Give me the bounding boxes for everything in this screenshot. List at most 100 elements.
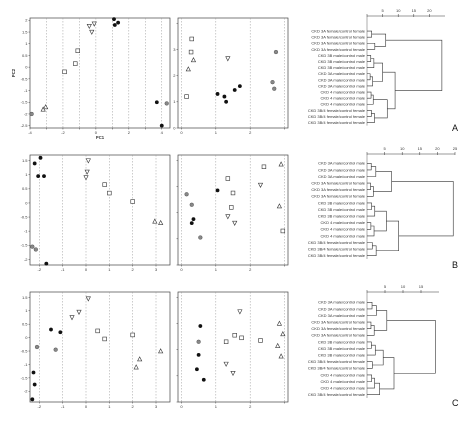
- leaf-label: CKD 4 male/control male: [321, 386, 366, 391]
- data-point: [276, 203, 282, 209]
- leaf-label: CKD 4 male/control male: [321, 233, 366, 238]
- y-tick-label: 0: [25, 65, 28, 70]
- data-point: [189, 202, 194, 207]
- data-point: [224, 99, 229, 104]
- data-point: [32, 161, 37, 166]
- leaf-label: CKD 3A male/control male: [318, 306, 366, 311]
- leaf-label: CKD 3A female/control female: [311, 41, 365, 46]
- data-point: [42, 174, 46, 179]
- leaf-label: CKD 3B/4 female/control female: [308, 108, 366, 113]
- data-point: [225, 176, 231, 181]
- x-tick-label: 2: [249, 130, 252, 135]
- y-tick-label: 3: [173, 47, 176, 52]
- y-tick-label: -1: [24, 229, 28, 234]
- leaf-label: CKD 3B male/control male: [318, 53, 366, 58]
- leaf-label: CKD 3A male/control male: [318, 77, 366, 82]
- leaf-label: CKD 3A male/control male: [318, 174, 366, 179]
- data-point: [83, 175, 89, 181]
- scale-tick-label: 15: [412, 8, 417, 13]
- data-point: [38, 155, 43, 160]
- data-point: [195, 367, 199, 372]
- y-tick-label: -1: [24, 362, 28, 367]
- leaf-label: CKD 3B male/control male: [318, 346, 366, 351]
- y-tick-label: -2: [24, 111, 28, 116]
- leaf-label: CKD 3A female/control female: [311, 194, 365, 199]
- data-point: [130, 199, 135, 204]
- scale-tick-label: 20: [435, 146, 440, 151]
- data-point: [112, 23, 117, 27]
- data-point: [191, 217, 196, 222]
- leaf-label: CKD 3B/4 female/control female: [308, 247, 366, 252]
- plot-frame: [29, 17, 171, 129]
- leaf-label: CKD 3A male/control male: [318, 313, 366, 318]
- dendrogram-branch: [385, 39, 443, 91]
- leaf-label: CKD 3A female/control female: [311, 181, 365, 186]
- x-tick-label: -1: [61, 267, 65, 272]
- data-point: [280, 228, 286, 234]
- y-axis-title: PC2: [11, 68, 16, 77]
- y-tick-label: -1.5: [21, 243, 29, 248]
- data-point: [133, 364, 139, 370]
- x-tick-label: 1: [215, 404, 218, 409]
- data-point: [49, 327, 53, 332]
- panel-label-b: B: [452, 260, 458, 270]
- data-point: [230, 370, 236, 377]
- data-point: [102, 336, 107, 342]
- data-point: [237, 84, 242, 88]
- leaf-label: CKD 4 male/control male: [321, 227, 366, 232]
- leaf-label: CKD 3B male/control male: [318, 214, 366, 219]
- leaf-label: CKD 3A female/control female: [311, 333, 365, 338]
- data-point: [95, 328, 100, 334]
- y-tick-label: 2: [25, 18, 28, 23]
- x-tick-label: -4: [28, 130, 32, 135]
- data-point: [137, 356, 143, 362]
- data-point: [278, 161, 284, 167]
- data-point: [89, 29, 95, 35]
- x-tick-label: 1: [215, 267, 218, 272]
- data-point: [280, 331, 286, 337]
- data-point: [258, 338, 263, 343]
- scale-tick-label: 15: [418, 146, 423, 151]
- x-tick-label: -1: [61, 404, 65, 409]
- data-point: [229, 205, 234, 210]
- data-point: [272, 86, 277, 91]
- data-point: [85, 158, 91, 164]
- leaf-label: CKD 4 male/control male: [321, 102, 366, 107]
- y-tick-label: 1: [25, 308, 28, 313]
- leaf-label: CKD 3A female/control female: [311, 320, 365, 325]
- data-point: [189, 36, 194, 42]
- y-tick-label: -2: [24, 389, 28, 394]
- data-point: [76, 309, 82, 315]
- x-tick-label: -2: [38, 267, 42, 272]
- data-point: [273, 49, 279, 55]
- data-point: [198, 324, 203, 328]
- scale-tick-label: 20: [427, 8, 432, 13]
- leaf-label: CKD 3A male/control male: [318, 71, 366, 76]
- data-point: [154, 100, 159, 105]
- x-tick-label: 0: [85, 267, 88, 272]
- leaf-label: CKD 3B/4 female/control female: [308, 359, 366, 364]
- y-tick-label: 1.5: [22, 295, 28, 300]
- data-point: [112, 17, 116, 22]
- leaf-label: CKD 3B/4 female/control female: [308, 253, 366, 258]
- data-point: [86, 23, 92, 30]
- plot-frame: [29, 291, 171, 403]
- data-point: [275, 342, 281, 348]
- data-point: [225, 214, 231, 220]
- x-tick-label: 0: [180, 267, 183, 272]
- leaf-label: CKD 3B male/control male: [318, 200, 366, 205]
- data-point: [278, 353, 284, 359]
- data-point: [184, 94, 189, 99]
- x-tick-label: 2: [128, 130, 131, 135]
- scale-tick-label: 10: [396, 8, 401, 13]
- data-point: [223, 339, 229, 344]
- x-tick-label: 1: [108, 404, 111, 409]
- data-point: [30, 244, 35, 249]
- x-tick-label: 3: [155, 267, 158, 272]
- data-point: [75, 48, 80, 53]
- leaf-label: CKD 3B male/control male: [318, 207, 366, 212]
- data-point: [164, 101, 169, 106]
